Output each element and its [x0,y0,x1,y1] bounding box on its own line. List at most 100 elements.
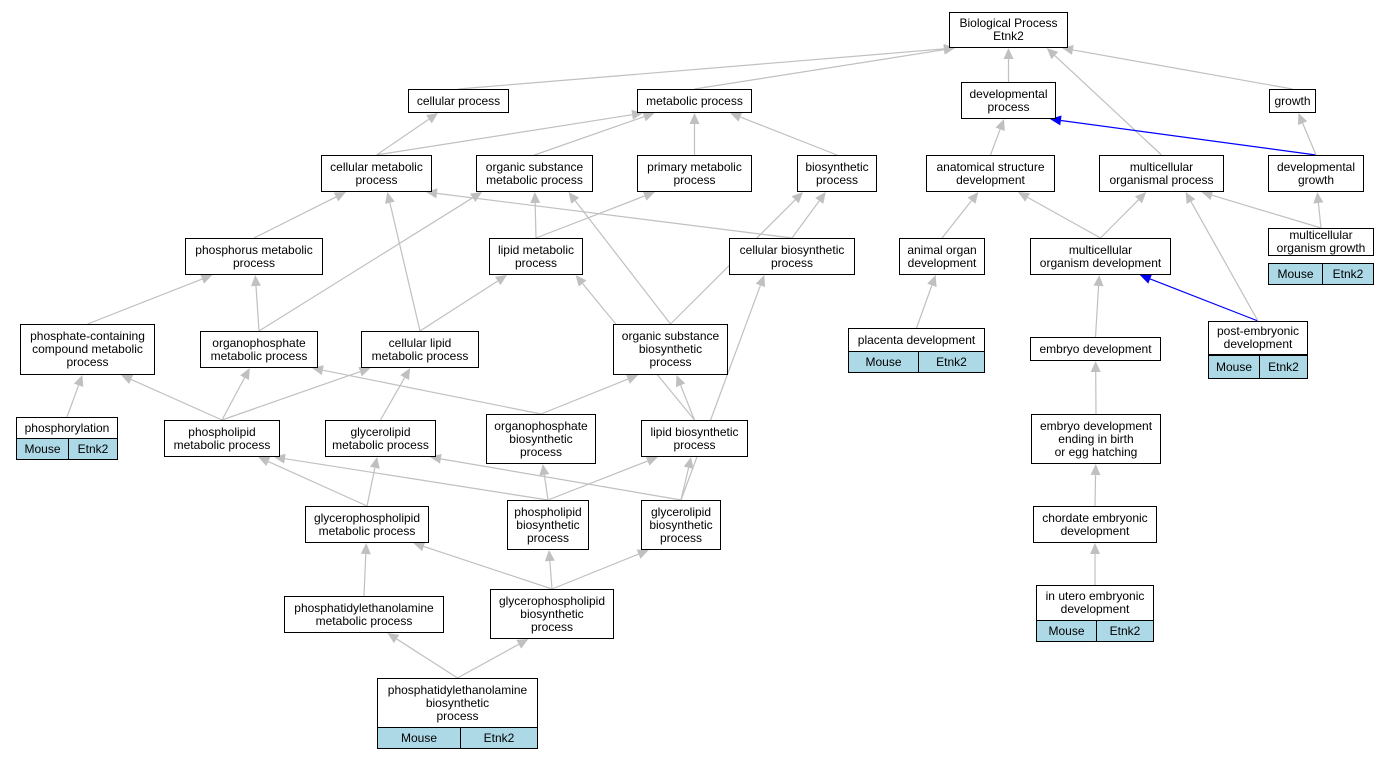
annotation-organism-inutero[interactable]: Mouse [1036,620,1097,642]
go-term-glycphoslipbiosynth[interactable]: glycerophospholipid biosynthetic process [490,589,614,639]
go-term-postemb[interactable]: post-embryonic development [1208,321,1308,355]
go-term-glycphoslipmetab[interactable]: glycerophospholipid metabolic process [305,506,429,543]
edge-cellmetab-to-cellular [376,118,430,156]
edge-postemb-to-multiproc [1190,201,1259,322]
edge-arrowhead-embryobirth-to-embryodev [1090,361,1101,373]
edge-phoslipmetab-to-celllipid [221,371,361,421]
annotation-organism-placenta[interactable]: Mouse [848,351,919,373]
go-term-orgphosmetab[interactable]: organophosphate metabolic process [200,331,318,368]
edge-orgphosmetab-to-orgsubmetab [258,197,473,332]
go-term-growth[interactable]: growth [1269,89,1316,113]
edge-arrowhead-phoscontain-to-phosmetab [200,274,213,284]
go-term-multidev[interactable]: multicellular organism development [1030,238,1171,275]
edge-orgsubmetab-to-metabolic [534,116,645,156]
go-term-devgrowth[interactable]: developmental growth [1268,155,1364,192]
edge-arrowhead-celllipid-to-cellmetab [385,192,395,204]
go-term-phoslipmetab[interactable]: phospholipid metabolic process [164,420,280,457]
edge-arrowhead-postemb-to-multiproc [1185,192,1196,205]
annotation-gene-phosphorylation[interactable]: Etnk2 [68,438,118,460]
annotation-gene-petbiosynth[interactable]: Etnk2 [460,727,538,749]
annotation-organism-multigrowth[interactable]: Mouse [1268,263,1323,285]
annotation-gene-placenta[interactable]: Etnk2 [918,351,985,373]
annotation-gene-postemb[interactable]: Etnk2 [1259,355,1308,379]
edge-arrowhead-glycphoslipmetab-to-phoslipmetab [258,456,271,467]
annotation-organism-phosphorylation[interactable]: Mouse [16,438,69,460]
edge-glycerolipbiosynth-to-glycerolipmetab [440,458,682,501]
edge-arrowhead-multiproc-to-bp [1046,48,1059,60]
edge-devgrowth-to-developmental [1060,119,1317,156]
annotation-organism-postemb[interactable]: Mouse [1208,355,1260,379]
edge-phoslipbiosynth-to-phoslipmetab [284,458,549,501]
go-term-inutero[interactable]: in utero embryonic development [1036,585,1154,621]
edge-embryodev-to-multidev [1094,285,1100,338]
go-term-cellmetab[interactable]: cellular metabolic process [321,155,432,192]
go-term-orgsubmetab[interactable]: organic substance metabolic process [476,155,593,192]
edge-arrowhead-postemb-to-multidev [1139,274,1152,284]
go-term-phoslipbiosynth[interactable]: phospholipid biosynthetic process [507,500,589,550]
go-term-anatdev[interactable]: anatomical structure development [926,155,1055,192]
edge-arrowhead-glycphoslipbiosynth-to-glycerolipbiosynth [636,549,649,559]
edge-arrowhead-developmental-to-bp [1003,48,1014,59]
edge-arrowhead-inutero-to-chordate [1090,543,1100,554]
edge-orgphosbiosynth-to-orgsubbiosynth [540,378,629,415]
go-term-biosynth[interactable]: biosynthetic process [797,155,877,192]
edge-lipidmetab-to-orgsubmetab [534,202,537,239]
go-term-petmetab[interactable]: phosphatidylethanolamine metabolic proce… [284,596,444,633]
go-term-multigrowth[interactable]: multicellular organism growth [1268,228,1374,256]
go-term-glycerolipmetab[interactable]: glycerolipid metabolic process [325,420,436,457]
edge-cellbiosynth-to-cellmetab [436,192,793,239]
edge-lipidmetab-to-primmetab [535,195,645,239]
go-term-phosmetab[interactable]: phosphorus metabolic process [185,238,323,275]
edge-arrowhead-celllipid-to-lipidmetab [495,275,507,286]
go-term-metabolic[interactable]: metabolic process [637,89,752,113]
go-term-multiproc[interactable]: multicellular organismal process [1099,155,1224,192]
annotation-gene-inutero[interactable]: Etnk2 [1096,620,1154,642]
go-term-placenta[interactable]: placenta development [848,328,985,352]
edge-phosphorylation-to-phoscontain [66,385,80,418]
edge-arrowhead-anatdev-to-developmental [995,119,1005,132]
edge-arrowhead-lipidmetab-to-orgsubmetab [530,192,541,204]
edge-cellmetab-to-metabolic [376,114,633,156]
edge-arrowhead-cellbiosynth-to-biosynth [815,192,826,204]
go-term-glycerolipbiosynth[interactable]: glycerolipid biosynthetic process [641,500,721,550]
edge-multigrowth-to-multiproc [1211,194,1322,229]
edge-glycphoslipmetab-to-glycerolipmetab [366,467,376,507]
go-term-animalorgan[interactable]: animal organ development [899,238,985,275]
annotation-organism-petbiosynth[interactable]: Mouse [377,727,461,749]
edge-arrowhead-lipidbiosynth-to-orgsubbiosynth [675,375,686,388]
edge-cellular-to-bp [458,48,945,90]
edge-arrowhead-multidev-to-anatdev [1018,192,1031,202]
go-term-phoscontain[interactable]: phosphate-containing compound metabolic … [20,324,155,375]
go-term-petbiosynth[interactable]: phosphatidylethanolamine biosynthetic pr… [377,678,538,728]
go-term-lipidbiosynth[interactable]: lipid biosynthetic process [641,420,748,457]
edge-arrowhead-multidev-to-multiproc [1134,192,1147,204]
go-term-celllipid[interactable]: cellular lipid metabolic process [361,331,479,368]
edge-postemb-to-multidev [1149,278,1259,322]
go-term-primmetab[interactable]: primary metabolic process [637,155,752,192]
go-term-bp[interactable]: Biological Process Etnk2 [949,12,1068,48]
edge-glycphoslipbiosynth-to-phoslipbiosynth [549,560,553,590]
edge-glycerolipbiosynth-to-lipidbiosynth [680,467,690,501]
go-term-chordate[interactable]: chordate embryonic development [1033,506,1157,543]
go-term-orgsubbiosynth[interactable]: organic substance biosynthetic process [613,324,728,375]
edge-glycphoslipbiosynth-to-glycerolipbiosynth [551,553,639,590]
go-term-embryodev[interactable]: embryo development [1030,337,1161,361]
edge-arrowhead-phoslipbiosynth-to-orgphosbiosynth [539,464,550,476]
edge-glycerolipmetab-to-celllipid [379,377,406,421]
annotation-gene-multigrowth[interactable]: Etnk2 [1322,263,1374,285]
edge-petmetab-to-glycphoslipmetab [363,553,367,597]
edge-arrowhead-petmetab-to-glycphoslipmetab [360,543,371,555]
edge-arrowhead-glycphoslipbiosynth-to-phoslipbiosynth [544,550,555,562]
go-term-phosphorylation[interactable]: phosphorylation [16,417,118,439]
go-term-orgphosbiosynth[interactable]: organophosphate biosynthetic process [486,414,596,464]
edge-arrowhead-orgsubmetab-to-metabolic [642,111,655,122]
edge-phoslipbiosynth-to-lipidbiosynth [547,460,648,501]
go-term-lipidmetab[interactable]: lipid metabolic process [489,238,583,275]
go-term-cellbiosynth[interactable]: cellular biosynthetic process [729,238,855,275]
go-term-developmental[interactable]: developmental process [961,82,1056,119]
go-term-embryobirth[interactable]: embryo development ending in birth or eg… [1031,414,1161,464]
edge-arrowhead-biosynth-to-metabolic [730,112,743,122]
edge-celllipid-to-lipidmetab [419,280,499,332]
go-term-cellular[interactable]: cellular process [408,89,509,113]
